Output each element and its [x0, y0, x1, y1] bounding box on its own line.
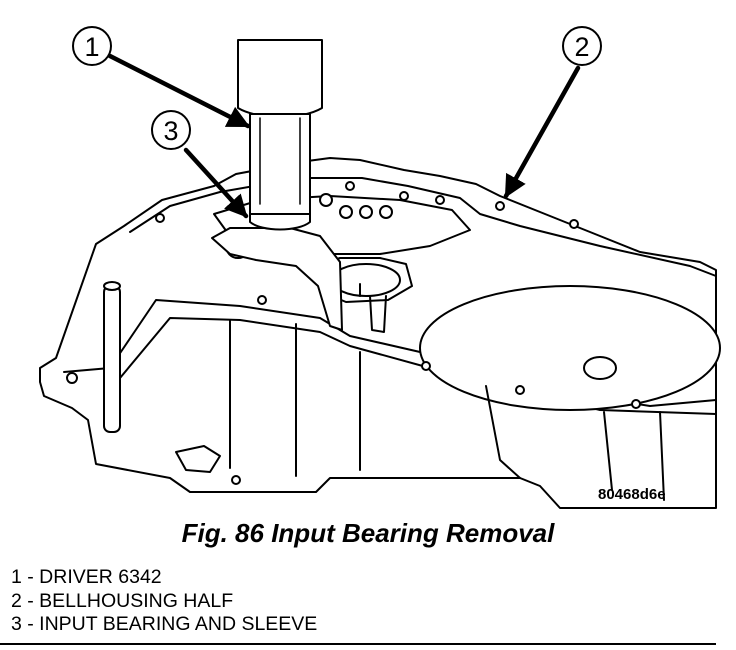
- callout-3-number: 3: [163, 116, 178, 146]
- bellhousing-case: [39, 157, 721, 509]
- callout-2-number: 2: [574, 32, 589, 62]
- image-code: 80468d6e: [598, 486, 666, 503]
- legend: 1 - DRIVER 6342 2 - BELLHOUSING HALF 3 -…: [11, 566, 317, 637]
- bottom-rule: [0, 643, 716, 645]
- driver-tool: [237, 39, 323, 215]
- callout-3-arrow: [183, 147, 249, 219]
- callout-2: 2: [562, 26, 602, 66]
- callout-1-number: 1: [84, 32, 99, 62]
- figure-caption: Fig. 86 Input Bearing Removal: [181, 518, 555, 548]
- legend-item: 2 - BELLHOUSING HALF: [11, 589, 234, 612]
- callout-1: 1: [72, 26, 112, 66]
- callout-1-arrow: [107, 53, 251, 129]
- callout-2-arrow: [503, 65, 581, 199]
- legend-item: 1 - DRIVER 6342: [11, 566, 162, 588]
- callout-3: 3: [151, 110, 191, 150]
- legend-item: 3 - INPUT BEARING AND SLEEVE: [11, 613, 318, 635]
- technical-illustration: 1 2 3: [39, 26, 721, 509]
